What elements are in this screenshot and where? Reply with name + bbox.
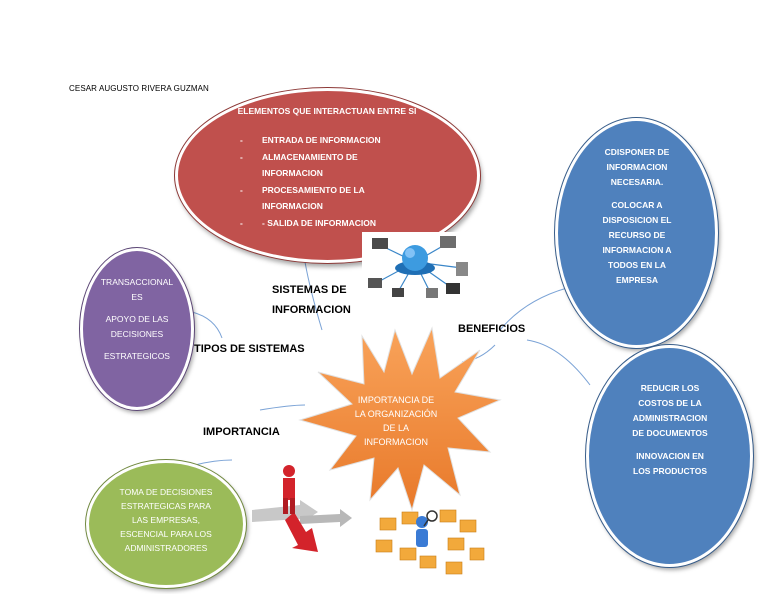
benefits-node-1 — [555, 118, 718, 348]
system-types-node-text: TRANSACCIONAL ES APOYO DE LAS DECISIONES… — [100, 277, 174, 361]
sistemas-label-line1: SISTEMAS DE — [272, 284, 347, 296]
star-shape — [298, 326, 502, 512]
connector-blue1 — [499, 287, 568, 331]
list-item: - SALIDA DE INFORMACION — [240, 215, 420, 232]
benefits-node-2 — [586, 345, 753, 567]
system-types-node — [80, 248, 194, 410]
beneficios-label: BENEFICIOS — [458, 323, 526, 335]
author-name: CESAR AUGUSTO RIVERA GUZMAN — [69, 84, 209, 93]
connector-purple — [191, 311, 223, 339]
list-item: PROCESAMIENTO DE LA INFORMACION — [240, 182, 420, 215]
importance-node — [86, 460, 246, 588]
central-node-text: IMPORTANCIA DE LA ORGANIZACIÓN DE LA INF… — [354, 395, 438, 447]
connector-red — [304, 261, 323, 331]
elements-node-title: ELEMENTOS QUE INTERACTUAN ENTRE SI — [237, 106, 417, 116]
connector-blue2 — [526, 339, 591, 386]
list-item: ENTRADA DE INFORMACION — [240, 132, 420, 149]
importance-node-text: TOMA DE DECISIONES ESTRATEGICAS PARA LAS… — [119, 487, 213, 553]
connector-importancia — [259, 404, 306, 411]
elements-node-list: ENTRADA DE INFORMACION ALMACENAMIENTO DE… — [240, 132, 420, 231]
tipos-label: TIPOS DE SISTEMAS — [194, 343, 305, 355]
connector-green — [194, 459, 233, 466]
benefits-node-1-text: CDISPONER DE INFORMACION NECESARIA. COLO… — [602, 147, 672, 285]
list-item: ALMACENAMIENTO DE INFORMACION — [240, 149, 420, 182]
benefits-node-2-text: REDUCIR LOS COSTOS DE LA ADMINISTRACION … — [632, 383, 708, 476]
importancia-label: IMPORTANCIA — [203, 426, 280, 438]
sistemas-label-line2: INFORMACION — [272, 304, 351, 316]
